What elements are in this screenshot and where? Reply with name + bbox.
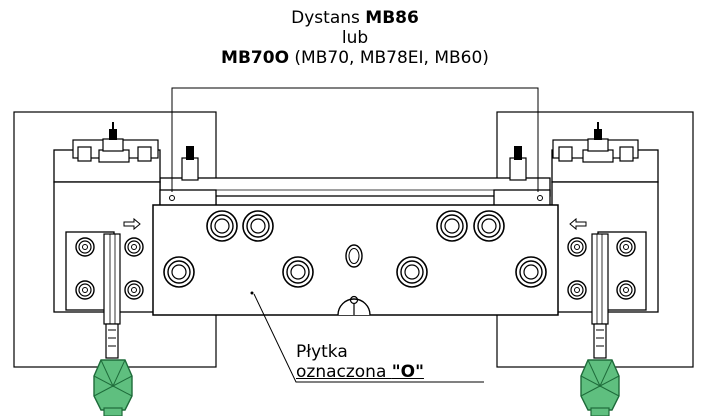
spacer-label-line2: lub [341, 28, 369, 48]
left-stud [181, 146, 199, 181]
spacer-label-line1: Dystans MB86 [291, 8, 419, 28]
plate-o [152, 204, 559, 316]
right-stud [509, 146, 527, 181]
spacer-label-line3: MB70O (MB70, MB78EI, MB60) [221, 48, 489, 68]
top-leader-line [171, 87, 539, 192]
plate-label: Płytka oznaczona "O" [296, 342, 424, 382]
right-clamp [551, 122, 659, 416]
left-clamp [53, 122, 161, 416]
top-bar [159, 177, 551, 197]
plate-label-line1: Płytka [296, 342, 348, 362]
bottom-leader-line [253, 293, 484, 383]
spacer-label: Dystans MB86 lub MB70O (MB70, MB78EI, MB… [170, 8, 540, 68]
plate-label-line2: oznaczona "O" [296, 362, 424, 382]
